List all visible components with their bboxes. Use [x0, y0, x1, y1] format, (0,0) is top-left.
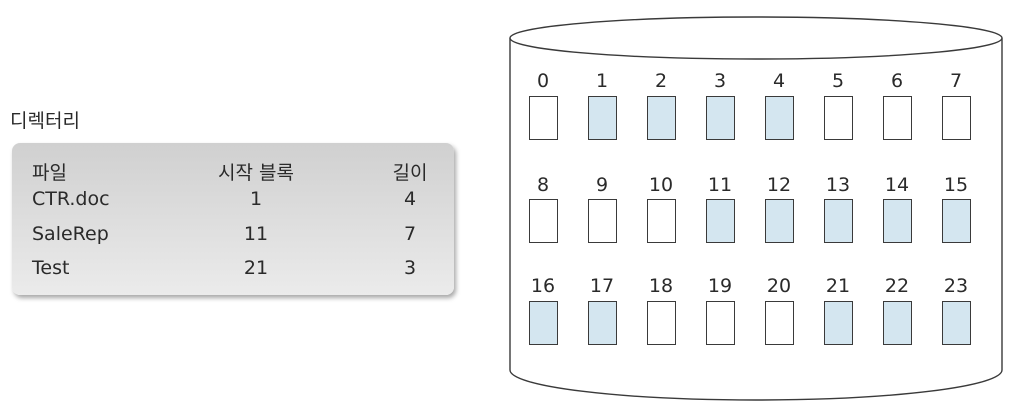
file-name: SaleRep: [32, 223, 109, 245]
file-length: 7: [403, 223, 417, 245]
disk-block-free: [647, 199, 676, 243]
block-number: 19: [707, 275, 733, 297]
block-number: 14: [884, 174, 910, 196]
disk-block-free: [529, 96, 558, 140]
disk-block-free: [529, 199, 558, 243]
file-name: CTR.doc: [32, 188, 110, 210]
block-number: 9: [595, 174, 609, 196]
header-start-block: 시작 블록: [218, 162, 294, 184]
block-number: 8: [536, 174, 550, 196]
disk-block-free: [647, 301, 676, 345]
disk-block-allocated: [706, 96, 735, 140]
disk-block-allocated: [706, 199, 735, 243]
disk-block-allocated: [824, 199, 853, 243]
block-number: 7: [949, 70, 963, 92]
disk-block-allocated: [942, 199, 971, 243]
block-number: 11: [707, 174, 733, 196]
disk-block-allocated: [765, 96, 794, 140]
block-number: 13: [825, 174, 851, 196]
block-number: 17: [589, 275, 615, 297]
block-number: 18: [648, 275, 674, 297]
table-row: SaleRep 11 7: [12, 223, 454, 253]
block-number: 1: [595, 70, 609, 92]
disk-block-allocated: [647, 96, 676, 140]
block-number: 12: [766, 174, 792, 196]
disk-block-free: [588, 199, 617, 243]
header-file: 파일: [32, 162, 67, 184]
block-number: 15: [943, 174, 969, 196]
file-start-block: 21: [243, 257, 269, 279]
disk-block-allocated: [883, 199, 912, 243]
block-number: 5: [831, 70, 845, 92]
disk-body: [509, 38, 1003, 401]
disk-block-free: [942, 96, 971, 140]
disk-block-allocated: [588, 96, 617, 140]
disk-block-free: [883, 96, 912, 140]
file-length: 4: [403, 188, 417, 210]
directory-header-row: 파일 시작 블록 길이: [12, 158, 454, 188]
block-number: 16: [530, 275, 556, 297]
block-number: 23: [943, 275, 969, 297]
disk-block-allocated: [529, 301, 558, 345]
directory-table: 파일 시작 블록 길이 CTR.doc 1 4 SaleRep 11 7 Tes…: [12, 143, 454, 295]
disk-block-allocated: [765, 199, 794, 243]
header-length: 길이: [392, 162, 428, 184]
block-number: 20: [766, 275, 792, 297]
file-name: Test: [32, 257, 70, 279]
file-start-block: 1: [249, 188, 263, 210]
table-row: CTR.doc 1 4: [12, 188, 454, 218]
file-length: 3: [403, 257, 417, 279]
directory-title: 디렉터리: [10, 110, 80, 132]
disk-block-allocated: [883, 301, 912, 345]
disk-block-free: [765, 301, 794, 345]
block-number: 10: [648, 174, 674, 196]
block-number: 21: [825, 275, 851, 297]
block-number: 2: [654, 70, 668, 92]
block-number: 4: [772, 70, 786, 92]
block-number: 6: [890, 70, 904, 92]
disk-block-allocated: [588, 301, 617, 345]
block-number: 0: [536, 70, 550, 92]
disk-top: [509, 16, 1003, 60]
disk-block-free: [706, 301, 735, 345]
block-number: 3: [713, 70, 727, 92]
table-row: Test 21 3: [12, 257, 454, 287]
block-number: 22: [884, 275, 910, 297]
disk-block-allocated: [942, 301, 971, 345]
file-start-block: 11: [243, 223, 269, 245]
disk-block-allocated: [824, 301, 853, 345]
disk-block-free: [824, 96, 853, 140]
